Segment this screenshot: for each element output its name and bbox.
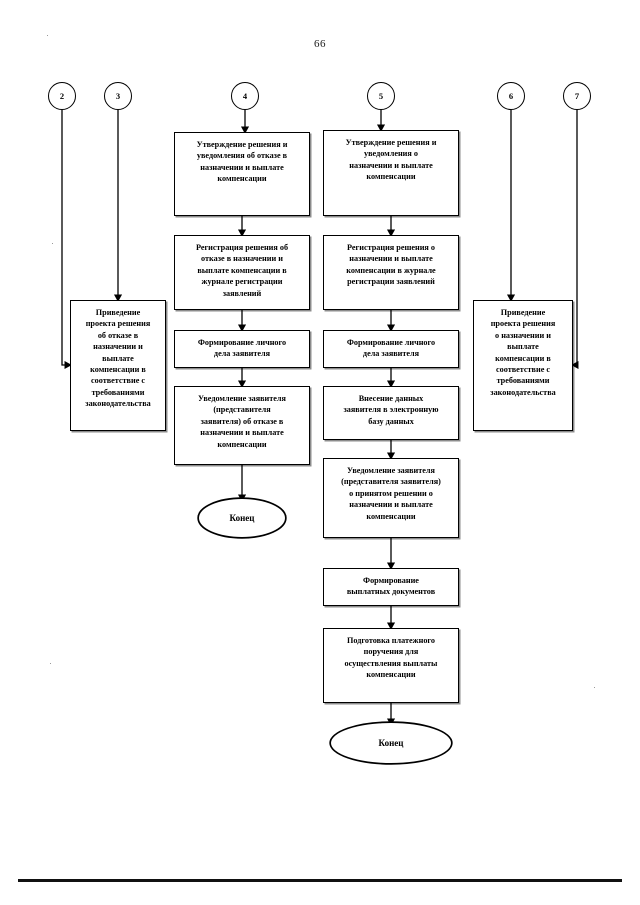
process-box-left-refusal-draft[interactable]: Приведение проекта решения об отказе в н… (70, 300, 166, 431)
process-box-col5-form-personal-file[interactable]: Формирование личного дела заявителя (323, 330, 459, 368)
process-box-col4-approve-refusal-decision[interactable]: Утверждение решения и уведомления об отк… (174, 132, 310, 216)
process-box-col5-approve-grant-decision[interactable]: Утверждение решения и уведомления о назн… (323, 130, 459, 216)
end-terminator-col4[interactable]: Конец (198, 498, 286, 538)
process-box-col5-register-grant-decision[interactable]: Регистрация решения о назначении и выпла… (323, 235, 459, 310)
connector-label: 7 (574, 91, 580, 101)
process-box-text: Формирование выплатных документов (346, 576, 436, 597)
process-box-text: Регистрация решения о назначении и выпла… (346, 243, 436, 287)
scan-speck (47, 35, 48, 36)
process-box-text: Уведомление заявителя (представителя зая… (198, 394, 286, 449)
connector-circle-7[interactable]: 7 (563, 82, 591, 110)
end-label: Конец (229, 513, 255, 523)
process-box-right-approval-draft[interactable]: Приведение проекта решения о назначении … (473, 300, 573, 431)
process-box-col4-register-refusal-decision[interactable]: Регистрация решения об отказе в назначен… (174, 235, 310, 310)
process-box-text: Формирование личного дела заявителя (346, 338, 436, 359)
connector-label: 5 (378, 91, 384, 101)
connector-label: 4 (242, 91, 248, 101)
process-box-text: Регистрация решения об отказе в назначен… (195, 243, 289, 298)
connector-circle-4[interactable]: 4 (231, 82, 259, 110)
connector-circle-3[interactable]: 3 (104, 82, 132, 110)
connector-label: 3 (115, 91, 121, 101)
process-box-col4-form-personal-file[interactable]: Формирование личного дела заявителя (174, 330, 310, 368)
process-box-col5-enter-data-database[interactable]: Внесение данных заявителя в электронную … (323, 386, 459, 440)
process-box-col5-notify-applicant-decision[interactable]: Уведомление заявителя (представителя зая… (323, 458, 459, 538)
process-box-text: Приведение проекта решения о назначении … (490, 308, 556, 397)
scan-speck (52, 243, 53, 244)
end-label: Конец (378, 738, 404, 748)
connector-label: 2 (59, 91, 65, 101)
process-box-text: Уведомление заявителя (представителя зая… (341, 466, 441, 521)
page-number: 66 (314, 38, 326, 50)
connector-circle-6[interactable]: 6 (497, 82, 525, 110)
process-box-col4-notify-applicant-refusal[interactable]: Уведомление заявителя (представителя зая… (174, 386, 310, 465)
process-box-col5-form-payment-documents[interactable]: Формирование выплатных документов (323, 568, 459, 606)
scan-bottom-edge (18, 879, 622, 882)
process-box-text: Утверждение решения и уведомления о назн… (345, 138, 437, 182)
scan-speck (50, 663, 51, 664)
connector-circle-2[interactable]: 2 (48, 82, 76, 110)
process-box-text: Приведение проекта решения об отказе в н… (85, 308, 151, 409)
connector-circle-5[interactable]: 5 (367, 82, 395, 110)
connector-label: 6 (508, 91, 514, 101)
end-terminator-col5[interactable]: Конец (330, 722, 452, 764)
scan-speck (594, 687, 595, 688)
process-box-text: Утверждение решения и уведомления об отк… (196, 140, 288, 184)
process-box-text: Подготовка платежного поручения для осущ… (344, 636, 438, 680)
process-box-text: Внесение данных заявителя в электронную … (343, 394, 439, 426)
process-box-col5-prepare-payment-order[interactable]: Подготовка платежного поручения для осущ… (323, 628, 459, 703)
process-box-text: Формирование личного дела заявителя (197, 338, 287, 359)
